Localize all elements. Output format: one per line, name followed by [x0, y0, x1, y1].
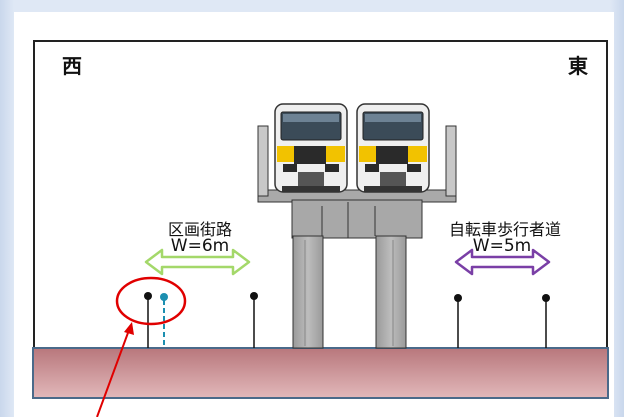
train-icon-left	[274, 103, 348, 193]
street-light-icon	[454, 294, 462, 348]
right-zone-width: W=5m	[472, 236, 532, 256]
pier-right	[375, 235, 407, 349]
pointer-arrow	[96, 322, 134, 417]
left-zone-width: W=6m	[170, 236, 230, 256]
pier-left	[292, 235, 324, 349]
east-label: 東	[568, 54, 588, 78]
double-arrow-icon-right	[454, 248, 551, 276]
deck-edge-left	[257, 125, 269, 197]
left-zone-name: 区画街路	[167, 220, 232, 239]
ground-slab	[32, 347, 609, 399]
west-label: 西	[62, 54, 82, 78]
double-arrow-icon-left	[144, 248, 251, 276]
street-light-icon-highlighted	[160, 293, 168, 348]
cross-beam	[291, 199, 423, 239]
circle-marker	[115, 276, 187, 326]
street-light-icon	[250, 292, 258, 348]
street-light-icon	[542, 294, 550, 348]
right-zone-name: 自転車歩行者道	[448, 220, 561, 239]
street-light-icon	[144, 292, 152, 348]
deck-edge-right	[445, 125, 457, 197]
train-icon-right	[356, 103, 430, 193]
viaduct	[257, 125, 457, 349]
